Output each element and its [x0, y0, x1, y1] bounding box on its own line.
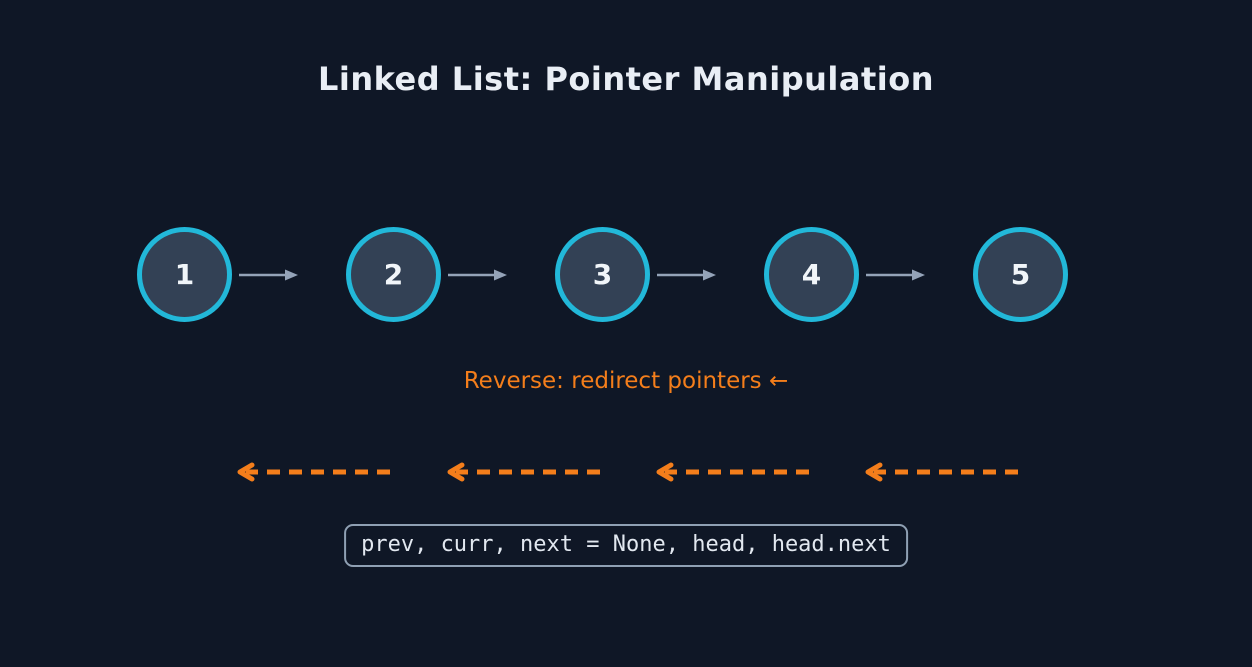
node-value: 4	[801, 258, 822, 291]
reverse-caption: Reverse: redirect pointers ←	[463, 368, 789, 394]
next-pointer-arrow-icon	[239, 269, 298, 281]
reversed-pointer-arrow-icon	[447, 462, 600, 482]
reversed-pointer-arrow-icon	[865, 462, 1018, 482]
next-pointer-arrow-icon	[657, 269, 716, 281]
list-node-2: 2	[346, 227, 441, 322]
node-value: 5	[1010, 258, 1031, 291]
list-node-3: 3	[555, 227, 650, 322]
code-text: prev, curr, next = None, head, head.next	[361, 532, 891, 557]
next-pointer-arrow-icon	[448, 269, 507, 281]
reversed-pointer-arrow-icon	[656, 462, 809, 482]
node-value: 3	[592, 258, 613, 291]
list-node-5: 5	[973, 227, 1068, 322]
list-node-4: 4	[764, 227, 859, 322]
page-title: Linked List: Pointer Manipulation	[317, 60, 935, 98]
list-node-1: 1	[137, 227, 232, 322]
code-box: prev, curr, next = None, head, head.next	[344, 524, 908, 567]
node-value: 1	[174, 258, 195, 291]
reversed-pointer-arrow-icon	[237, 462, 390, 482]
node-value: 2	[383, 258, 404, 291]
next-pointer-arrow-icon	[866, 269, 925, 281]
